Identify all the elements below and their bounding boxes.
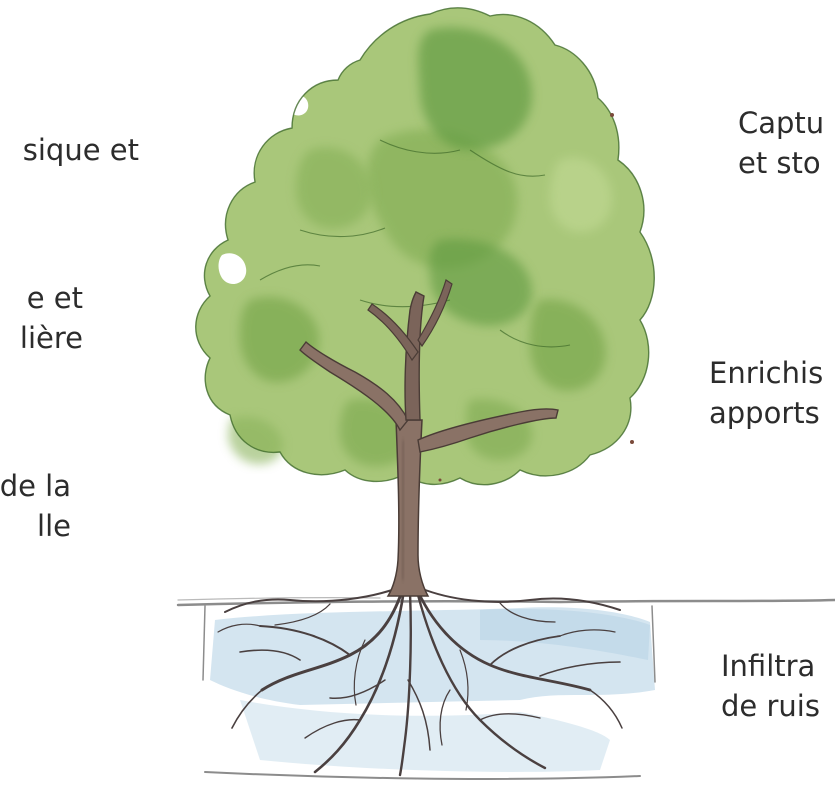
left-label-3-line-2: lle — [37, 509, 71, 543]
tree-canopy — [195, 7, 655, 486]
right-label-1-line-1: Captu — [738, 106, 825, 140]
soil-water — [210, 607, 655, 772]
left-label-3: de la lle — [0, 466, 71, 546]
tree-roots — [217, 583, 623, 777]
right-label-1: Captu et sto — [738, 103, 824, 183]
right-label-2-line-1: Enrichis — [709, 356, 824, 390]
right-label-3-line-1: Infiltra — [721, 649, 816, 683]
tree-trunk — [299, 279, 559, 597]
right-label-3-line-2: de ruis — [721, 689, 820, 723]
right-label-2: Enrichis apports — [709, 353, 823, 433]
right-label-1-line-2: et sto — [738, 146, 821, 180]
right-label-3: Infiltra de ruis — [721, 646, 820, 726]
left-label-1-line-1: sique et — [22, 133, 139, 167]
left-label-2: e et lière — [20, 278, 83, 358]
left-label-3-line-1: de la — [0, 469, 71, 503]
right-label-2-line-2: apports — [709, 396, 820, 430]
left-label-2-line-2: lière — [19, 321, 83, 355]
left-label-1: sique et — [23, 130, 139, 170]
left-label-2-line-1: e et — [26, 281, 83, 315]
decorative-specks — [438, 113, 634, 482]
